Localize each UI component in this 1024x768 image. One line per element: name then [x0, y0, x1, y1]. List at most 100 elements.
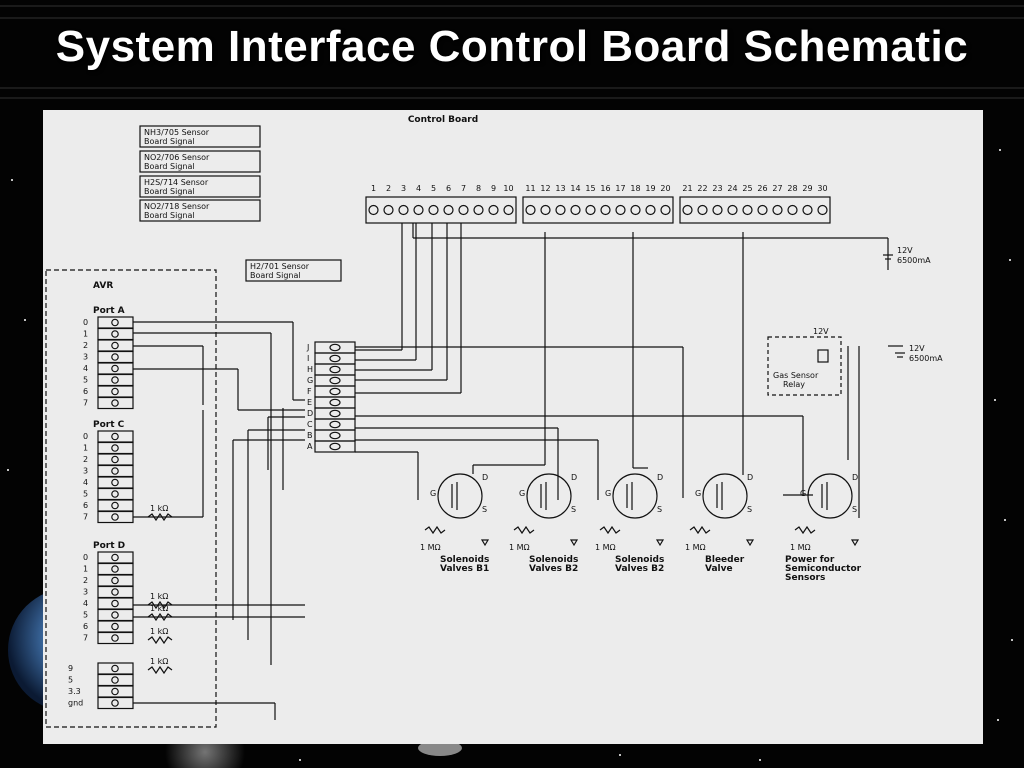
terminal-block [522, 196, 674, 224]
port-d-pin-hole [111, 599, 119, 608]
terminal-screw [585, 204, 596, 216]
terminal-number: 10 [503, 184, 513, 193]
port-d-pin-number: 7 [83, 634, 88, 643]
port-a-pin-number: 2 [83, 341, 88, 350]
stars [7, 149, 1013, 761]
port-c-pin-hole [111, 501, 119, 510]
port-d-pin [97, 608, 134, 622]
sensor-label-text: Board Signal [144, 137, 195, 146]
sensor-label-text: Board Signal [250, 271, 301, 280]
sensor-label-box [139, 125, 261, 148]
connector-pin-hole [329, 409, 341, 418]
port-c-pin-number: 4 [83, 478, 88, 487]
terminal-screw [540, 204, 551, 216]
port-d-pin-hole [111, 565, 119, 573]
port-c-pin-number: 2 [83, 455, 88, 464]
port-a-pin-hole [111, 376, 119, 384]
mosfet-resistor [599, 525, 621, 535]
sensor-label-text: NH3/705 Sensor [144, 128, 210, 137]
connector-pin [314, 396, 356, 409]
mosfet-resistor-label: 1 MΩ [790, 543, 811, 552]
terminal-screw [615, 204, 626, 216]
port-d-pin-number: 3 [83, 588, 88, 597]
relay-label: Gas Sensor [773, 371, 819, 380]
resistor [147, 635, 173, 645]
avr-title: AVR [93, 281, 113, 291]
terminal-number: 5 [431, 184, 436, 193]
mosfet-caption: Semiconductor [785, 564, 862, 574]
terminal-screw [413, 204, 424, 216]
power-pin-number: 5 [68, 676, 73, 685]
port-a-pin-hole [111, 364, 119, 373]
sensor-label-text: NO2/706 Sensor [144, 153, 210, 162]
port-c-pin-hole [111, 490, 119, 498]
port-c-pin [97, 487, 134, 501]
port-d-pin-number: 4 [83, 599, 88, 608]
port-d-pin [97, 551, 134, 564]
mosfet-symbol [437, 473, 483, 519]
ground-symbol [480, 539, 490, 547]
terminal-number: 26 [757, 184, 767, 193]
port-d-pin-number: 6 [83, 622, 88, 631]
connector-letter: A [307, 442, 313, 451]
mosfet-caption: Valve [705, 564, 733, 574]
terminal-number: 11 [525, 184, 535, 193]
terminal-screw [645, 204, 656, 216]
ground-symbol [850, 539, 860, 547]
port-a-pin-number: 4 [83, 364, 88, 373]
port-a-pin [97, 373, 134, 387]
mosfet-symbol [807, 473, 853, 519]
connector-letter: D [307, 409, 313, 418]
connector-letter: J [306, 343, 309, 352]
port-c-pin-hole [111, 467, 119, 475]
terminal-number: 24 [727, 184, 737, 193]
title-bar-stripes [0, 5, 1024, 99]
terminal-screw [742, 204, 753, 216]
connector-pin [314, 385, 356, 398]
terminal-screw [600, 204, 611, 216]
mosfet-caption: Solenoids [440, 555, 489, 565]
mosfet-symbol [612, 473, 658, 519]
terminal-screw [570, 204, 581, 216]
resistor-label: 1 kΩ [150, 592, 168, 601]
port-c-pin [97, 464, 134, 478]
port-a-pin-number: 0 [83, 318, 88, 327]
power-pin-hole [111, 687, 119, 696]
relay-voltage: 12V [813, 327, 829, 336]
terminal-screw [817, 204, 828, 216]
terminal-screw [697, 204, 708, 216]
port-d-pin-hole [111, 553, 119, 562]
terminal-screw [368, 204, 379, 216]
terminal-number: 6 [446, 184, 451, 193]
port-a-pin-hole [111, 399, 119, 407]
port-a-pin-hole [111, 353, 119, 361]
terminal-block [365, 196, 517, 224]
connector-pin-hole [329, 398, 341, 407]
resistor [147, 600, 173, 610]
port-c-pin-hole [111, 455, 119, 464]
mosfet-pin-label: D [852, 473, 858, 482]
wires [133, 223, 860, 720]
resistor-label: 1 kΩ [150, 627, 168, 636]
terminal-number: 30 [817, 184, 827, 193]
port-d-pin-hole [111, 622, 119, 631]
terminal-number: 22 [697, 184, 707, 193]
terminal-screw [712, 204, 723, 216]
connector-pin [314, 363, 356, 376]
terminal-number: 1 [371, 184, 376, 193]
sensor-label-text: Board Signal [144, 187, 195, 196]
port-d-pin-number: 5 [83, 611, 88, 620]
terminal-screw [772, 204, 783, 216]
terminal-number: 3 [401, 184, 406, 193]
terminal-screw [503, 204, 514, 216]
connector-pin [314, 407, 356, 420]
terminal-number: 7 [461, 184, 466, 193]
resistor [147, 665, 173, 675]
mosfet-caption: Solenoids [615, 555, 664, 565]
connector-letter: E [307, 398, 312, 407]
terminal-number: 28 [787, 184, 797, 193]
terminal-screw [428, 204, 439, 216]
port-a-pin-number: 6 [83, 387, 88, 396]
supply-voltage: 12V [897, 246, 913, 255]
supply-voltage: 12V [909, 344, 925, 353]
